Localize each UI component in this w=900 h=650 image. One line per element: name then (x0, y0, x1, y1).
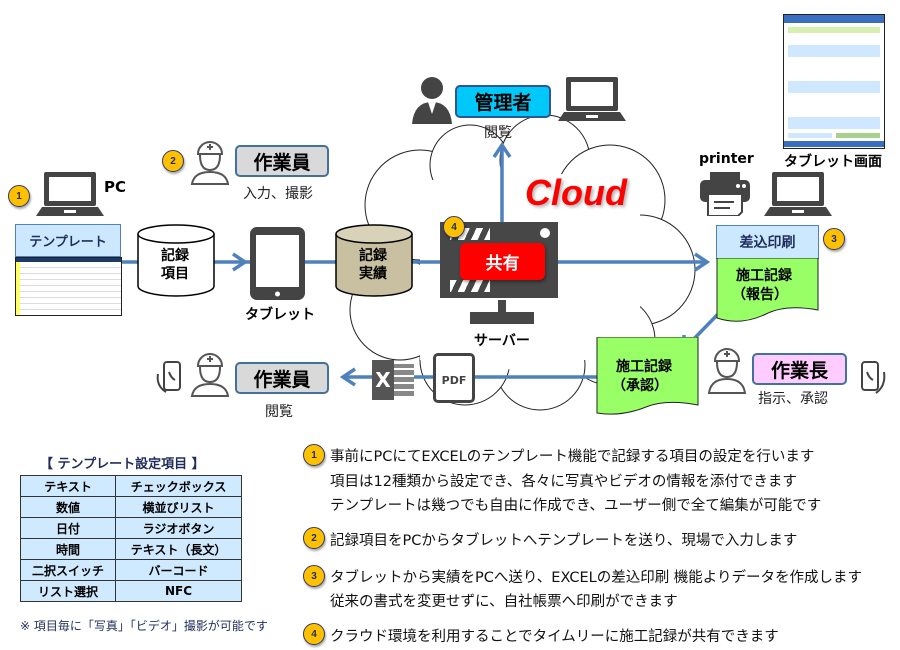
desc-badge-4: 4 (303, 623, 325, 645)
admin-laptop-icon (558, 77, 626, 121)
table-cell: テキスト（長文） (115, 538, 242, 560)
approval-doc-line-2: （承認） (612, 378, 668, 394)
worker-input-action: 入力、撮影 (243, 186, 313, 202)
record-items-label-1: 記録 (161, 248, 189, 264)
table-row: 時間テキスト（長文） (19, 538, 242, 560)
admin-person-icon (412, 77, 452, 124)
desc-4-line-1: クラウド環境を利用することでタイムリーに施工記録が共有できます (330, 629, 779, 645)
table-cell: テキスト (19, 475, 117, 497)
table-cell: 数値 (19, 496, 117, 518)
desc-badge-1: 1 (303, 444, 325, 466)
pc-label: PC (104, 178, 127, 196)
record-results-label-1: 記録 (359, 248, 387, 264)
printer-label: printer (699, 151, 754, 167)
admin-action: 閲覧 (484, 125, 512, 141)
template-settings-note: ※ 項目毎に「写真」「ビデオ」撮影が可能です (20, 619, 268, 633)
mail-merge-label: 差込印刷 (716, 225, 819, 259)
smartphone-hand-icon (156, 361, 181, 393)
printer-icon (700, 172, 750, 216)
record-results-label-2: 実績 (359, 266, 387, 282)
table-cell: 二択スイッチ (19, 559, 117, 581)
badge-2: 2 (162, 150, 184, 172)
badge-1: 1 (8, 185, 30, 207)
foreman-action: 指示、承認 (758, 391, 828, 407)
admin-role-box: 管理者 (455, 85, 551, 118)
report-doc-line-2: （報告） (732, 287, 788, 303)
desc-3-line-1: タブレットから実績をPCへ送り、EXCELの差込印刷 機能よりデータを作成します (330, 570, 863, 586)
approval-doc-line-1: 施工記録 (616, 359, 672, 375)
excel-icon: X (372, 360, 416, 400)
table-row: 日付ラジオボタン (19, 517, 242, 539)
tablet-icon (250, 227, 305, 300)
foreman-role-box: 作業長 (752, 353, 847, 385)
worker-input-role-box: 作業員 (235, 145, 329, 177)
record-results-cylinder-icon (335, 224, 413, 297)
tablet-screen-thumbnail (783, 14, 885, 149)
template-spreadsheet-thumbnail (15, 257, 122, 316)
template-settings-table: テキストチェックボックス 数値横並びリスト 日付ラジオボタン 時間テキスト（長文… (19, 475, 242, 602)
printer-laptop-icon (764, 172, 832, 216)
smartphone-hand-icon (861, 361, 886, 394)
template-label: テンプレート (15, 224, 121, 257)
table-cell: リスト選択 (19, 580, 117, 602)
table-cell: 日付 (19, 517, 117, 539)
tablet-label: タブレット (245, 307, 315, 323)
table-cell: バーコード (115, 559, 242, 581)
desc-1-line-1: 事前にPCにてEXCELのテンプレート機能で記録する項目の設定を行います (330, 449, 815, 465)
badge-3: 3 (823, 228, 845, 250)
report-doc-line-1: 施工記録 (736, 268, 792, 284)
table-cell: 横並びリスト (115, 496, 242, 518)
table-row: テキストチェックボックス (19, 475, 242, 497)
table-cell: NFC (115, 580, 242, 602)
desc-badge-3: 3 (303, 565, 325, 587)
report-document-shape (716, 258, 819, 322)
approval-document-shape (596, 337, 699, 415)
desc-2-line-1: 記録項目をPCからタブレットへテンプレートを送り、現場で入力します (330, 533, 798, 549)
server-stand-icon (470, 300, 534, 324)
foreman-helmet-icon (707, 348, 747, 394)
desc-1-line-2: 項目は12種類から設定でき、各々に写真やビデオの情報を添付できます (330, 474, 797, 490)
table-cell: チェックボックス (115, 475, 242, 497)
table-row: 数値横並びリスト (19, 496, 242, 518)
cloud-label: Cloud (525, 172, 627, 213)
pc-laptop-icon (36, 172, 104, 216)
worker-helmet-icon (190, 141, 230, 185)
table-cell: 時間 (19, 538, 117, 560)
worker-view-role-box: 作業員 (235, 362, 329, 394)
desc-badge-2: 2 (303, 527, 325, 549)
worker-helmet-icon (190, 353, 230, 397)
pdf-icon: PDF (433, 353, 475, 403)
record-items-label-2: 項目 (161, 266, 189, 282)
desc-3-line-2: 従来の書式を変更せずに、自社帳票へ印刷ができます (330, 594, 678, 610)
tablet-screen-label: タブレット画面 (784, 154, 882, 170)
badge-4: 4 (443, 216, 465, 238)
worker-view-action: 閲覧 (265, 404, 293, 420)
table-row: 二択スイッチバーコード (19, 559, 242, 581)
server-label: サーバー (474, 333, 530, 349)
table-cell: ラジオボタン (115, 517, 242, 539)
share-label: 共有 (460, 243, 545, 280)
template-settings-title: 【 テンプレート設定項目 】 (40, 457, 205, 472)
record-items-cylinder-icon (137, 224, 215, 297)
desc-1-line-3: テンプレートは幾つでも自由に作成でき、ユーザー側で全て編集が可能です (330, 498, 822, 514)
